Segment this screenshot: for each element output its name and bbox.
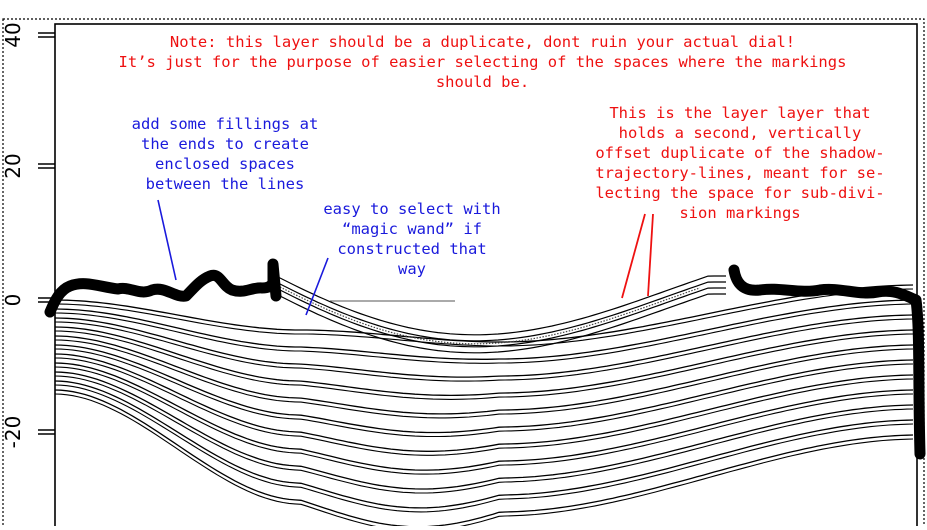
y-tick-label-20: 20 xyxy=(1,153,25,178)
dotted-selection-band xyxy=(279,286,701,345)
magic-wand-pointer-line xyxy=(305,257,329,316)
note-top-line: should be. xyxy=(435,73,530,91)
trajectory-line xyxy=(54,303,914,364)
note-top-line: Note: this layer should be a duplicate, … xyxy=(169,33,796,51)
trajectory-line xyxy=(54,299,914,360)
fillings-line: enclosed spaces xyxy=(155,155,295,173)
trajectory-line xyxy=(54,330,914,400)
layer-note-line: sion markings xyxy=(679,204,801,222)
trajectory-line xyxy=(54,326,914,397)
plot-frame xyxy=(54,23,918,530)
layer-note-line: lecting the space for sub-divi- xyxy=(595,184,885,202)
trajectory-line xyxy=(54,335,914,415)
layer-note-line: offset duplicate of the shadow- xyxy=(595,144,885,162)
y-tick-label-minus-20: -20 xyxy=(1,416,25,449)
fillings-annotation: add some fillings at the ends to create … xyxy=(110,114,340,194)
layer-note-line: This is the layer layer that xyxy=(609,104,871,122)
trajectory-line xyxy=(54,318,914,382)
trajectory-line xyxy=(54,371,914,490)
trajectory-line xyxy=(54,380,914,509)
trajectory-line xyxy=(54,362,914,471)
trajectory-line xyxy=(54,339,914,419)
trajectory-lines xyxy=(54,275,914,530)
trajectory-line xyxy=(54,314,914,378)
trajectory-line xyxy=(54,284,914,343)
y-axis: 40 20 0 -20 xyxy=(1,22,55,448)
trajectory-line xyxy=(54,288,914,347)
note-top-annotation: Note: this layer should be a duplicate, … xyxy=(70,32,895,92)
layer-pointer-line-2 xyxy=(647,213,654,297)
trajectory-line xyxy=(54,384,914,513)
layer-note-line: holds a second, vertically xyxy=(618,124,862,142)
trajectory-line xyxy=(54,393,914,530)
upper-trajectory-line xyxy=(275,293,726,354)
left-filling-stroke xyxy=(44,258,282,318)
note-top-line: It’s just for the purpose of easier sele… xyxy=(118,53,847,71)
layer-pointer-line-1 xyxy=(621,213,646,299)
magic-wand-annotation: easy to select with “magic wand” if cons… xyxy=(302,199,522,279)
upper-trajectory-line xyxy=(275,281,726,342)
layer-note-line: trajectory-lines, meant for se- xyxy=(595,164,885,182)
trajectory-line xyxy=(54,348,914,438)
y-tick-label-40: 40 xyxy=(1,22,25,47)
magic-wand-line: easy to select with xyxy=(323,200,501,218)
trajectory-line xyxy=(54,389,914,528)
upper-trajectory-line xyxy=(275,275,726,336)
trajectory-line xyxy=(54,344,914,434)
outer-dashed-frame xyxy=(2,18,925,530)
right-filling-stroke xyxy=(728,264,926,460)
magic-wand-line: “magic wand” if xyxy=(342,220,482,238)
magic-wand-line: constructed that xyxy=(337,240,487,258)
fillings-pointer-line xyxy=(157,199,177,281)
fillings-line: the ends to create xyxy=(141,135,309,153)
trajectory-line xyxy=(54,353,914,452)
fillings-line: between the lines xyxy=(145,175,305,193)
trajectory-line xyxy=(54,366,914,475)
layer-annotation: This is the layer layer that holds a sec… xyxy=(580,103,900,223)
magic-wand-line: way xyxy=(398,260,426,278)
fillings-line: add some fillings at xyxy=(131,115,319,133)
y-tick-label-0: 0 xyxy=(1,294,25,307)
upper-trajectory-line xyxy=(275,287,726,348)
trajectory-line xyxy=(54,375,914,494)
trajectory-line xyxy=(54,357,914,456)
